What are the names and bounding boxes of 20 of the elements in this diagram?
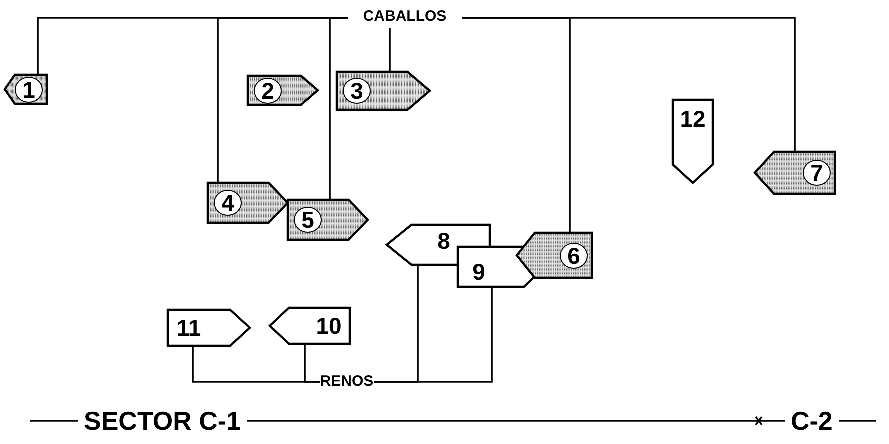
connector-line [374,287,493,383]
pentagon-marker [337,72,430,110]
pentagon-marker [288,200,368,240]
pentagon-marker [168,310,250,346]
pentagon-marker [755,152,835,194]
pentagon-marker [270,308,350,344]
pentagon-marker [248,76,318,105]
connector-line [304,344,320,383]
connector-line [329,17,348,200]
pentagon-marker [673,100,713,183]
marker-number: 12 [679,106,707,132]
connector-line [389,28,391,72]
pentagon-marker [208,183,288,223]
marker-number: 9 [472,259,486,285]
marker-number: 11 [176,315,202,341]
marker-number: 10 [315,313,343,339]
pentagon-marker [517,233,592,278]
pentagon-marker [5,75,47,104]
connector-line [462,17,796,152]
marker-number: 8 [436,228,452,254]
